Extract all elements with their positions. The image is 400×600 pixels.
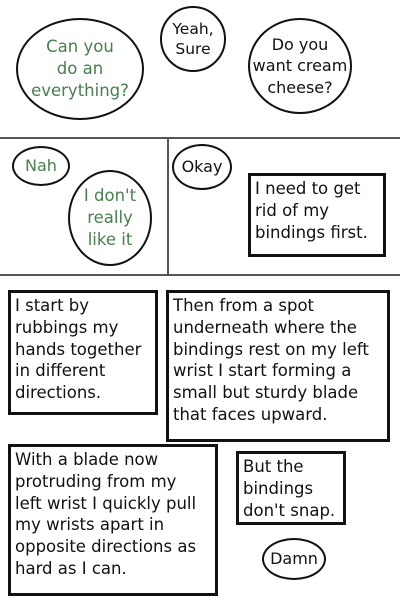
caption-box-no-snap: But the bindings don't snap. [236,451,346,525]
speech-text: Nah [25,156,57,176]
speech-bubble-can-you: Can you do an everything? [16,18,144,120]
speech-text: Can you do an everything? [31,37,129,100]
speech-bubble-nah: Nah [12,146,70,186]
speech-bubble-cream-cheese: Do you want cream cheese? [248,18,352,114]
speech-bubble-okay: Okay [172,144,232,190]
panel-divider-vertical [167,137,169,276]
caption-box-blade: Then from a spot underneath where the bi… [166,290,390,442]
speech-bubble-yeah-sure: Yeah, Sure [160,6,226,72]
speech-bubble-dont-like-it: I don't really like it [68,170,152,266]
caption-box-bindings: I need to get rid of my bindings first. [248,173,386,257]
caption-box-rubbing: I start by rubbings my hands together in… [8,290,158,415]
caption-text: I start by rubbings my hands together in… [15,296,142,403]
speech-text: Do you want cream cheese? [252,35,348,97]
caption-text: But the bindings don't snap. [243,457,336,520]
panel-divider-bottom [0,274,400,276]
caption-text: Then from a spot underneath where the bi… [173,296,369,424]
caption-text: With a blade now protruding from my left… [15,450,197,578]
speech-text: Damn [270,549,318,569]
speech-text: Yeah, Sure [172,19,214,58]
speech-bubble-damn: Damn [262,538,326,580]
caption-box-pull: With a blade now protruding from my left… [8,444,218,596]
caption-text: I need to get rid of my bindings first. [255,179,368,242]
panel-divider-top [0,137,400,139]
speech-text: Okay [181,157,223,177]
speech-text: I don't really like it [83,186,137,249]
